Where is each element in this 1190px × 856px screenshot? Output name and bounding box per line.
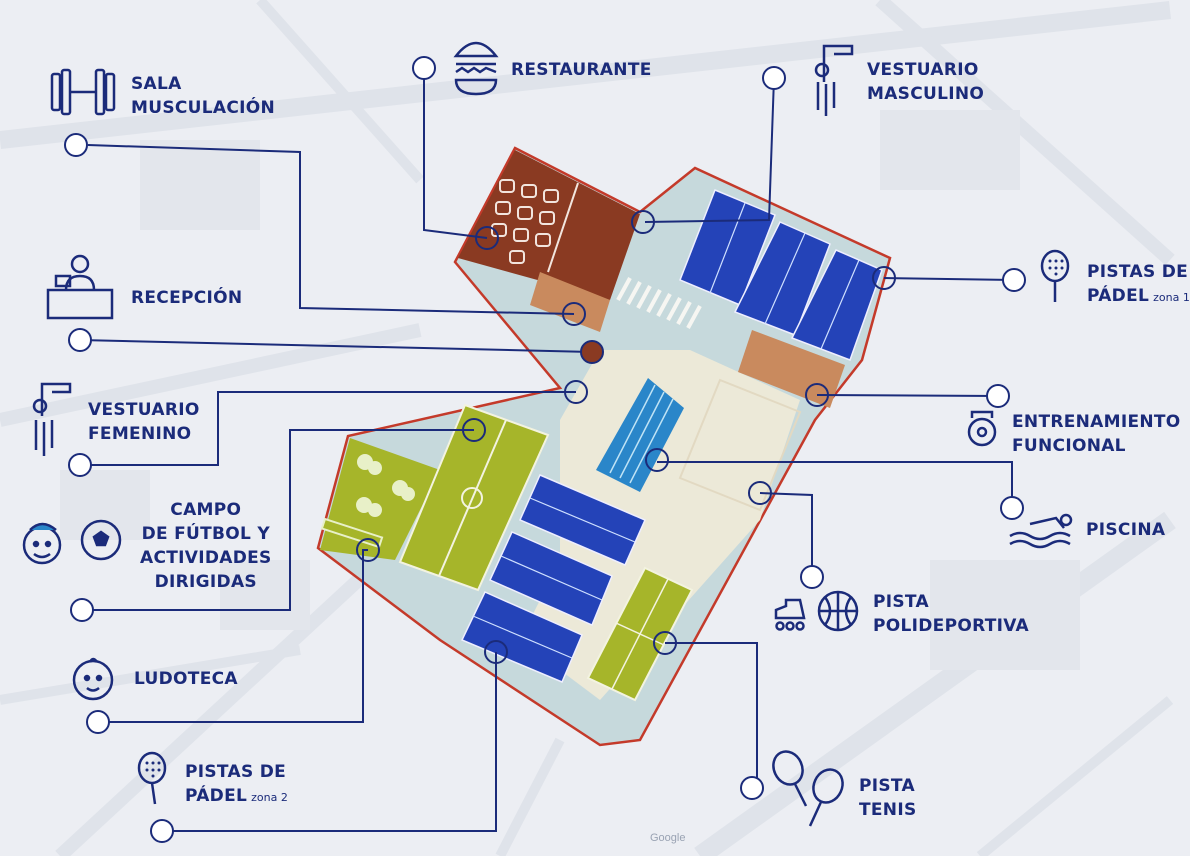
marker-padel-2[interactable] (150, 819, 174, 843)
tan-room-entrenamiento (738, 330, 845, 408)
marker-campo-end[interactable] (462, 418, 486, 442)
marker-polideportiva[interactable] (800, 565, 824, 589)
label-entrenamiento-funcional: ENTRENAMIENTO FUNCIONAL (1012, 412, 1181, 456)
baby-face-icon (72, 657, 114, 701)
marker-vestuario-fem[interactable] (68, 453, 92, 477)
marker-piscina[interactable] (1000, 496, 1024, 520)
label-restaurante: RESTAURANTE (511, 60, 652, 80)
zone-1-tag: zona 1 (1153, 291, 1190, 304)
label-recepcion: RECEPCIÓN (131, 288, 243, 308)
padel-racket-icon-zona-2 (137, 751, 167, 805)
tan-room (530, 272, 610, 332)
marker-vestuario-fem-end[interactable] (564, 380, 588, 404)
label-ludoteca: LUDOTECA (134, 669, 238, 689)
label-sala-musculacion: SALA MUSCULACIÓN (131, 74, 276, 118)
marker-restaurante-end[interactable] (475, 226, 499, 250)
rollerblade-icon (774, 598, 806, 631)
marker-tenis-end[interactable] (653, 631, 677, 655)
blocks-background (60, 110, 1080, 670)
pool (596, 378, 684, 492)
padel-racket-icon-zona-1 (1040, 249, 1070, 302)
marker-vestuario-masc[interactable] (762, 66, 786, 90)
dumbbell-icon (50, 68, 116, 116)
connector-lines (79, 68, 1015, 832)
marker-tenis[interactable] (740, 776, 764, 800)
marker-ludoteca[interactable] (86, 710, 110, 734)
map-watermark: Google (650, 832, 686, 844)
basketball-icon (817, 590, 859, 632)
marker-vestuario-masc-end[interactable] (631, 210, 655, 234)
shower-icon-masculino (814, 44, 854, 116)
crosswalk (616, 277, 702, 329)
label-piscina: PISCINA (1086, 520, 1166, 540)
marker-recepcion[interactable] (68, 328, 92, 352)
marker-padel-2-end[interactable] (484, 640, 508, 664)
marker-polideportiva-end[interactable] (748, 481, 772, 505)
kid-face-icon (22, 522, 62, 565)
restaurante-tables (491, 179, 559, 264)
marker-recepcion-end[interactable] (580, 340, 604, 364)
marker-entrenamiento-end[interactable] (805, 383, 829, 407)
reception-desk-icon (46, 254, 114, 320)
label-pista-tenis: PISTA TENIS (859, 776, 917, 820)
tennis-rackets-icon (772, 750, 844, 827)
connector-markers (64, 56, 1026, 843)
marker-restaurante[interactable] (412, 56, 436, 80)
marker-padel-1-end[interactable] (872, 266, 896, 290)
label-pista-polideportiva: PISTA POLIDEPORTIVA (873, 592, 1030, 636)
tennis-court (586, 566, 694, 702)
marker-sala[interactable] (64, 133, 88, 157)
marker-ludoteca-end[interactable] (356, 538, 380, 562)
marker-entrenamiento[interactable] (986, 384, 1010, 408)
football-field (398, 403, 550, 592)
shower-icon-femenino (32, 382, 72, 456)
park-trees (356, 454, 415, 517)
kettlebell-icon (967, 410, 997, 447)
label-campo-futbol: CAMPO DE FÚTBOL Y ACTIVIDADES DIRIGIDAS (140, 500, 272, 592)
label-vestuario-femenino: VESTUARIO FEMENINO (88, 400, 200, 444)
marker-sala-end[interactable] (562, 302, 586, 326)
marker-campo[interactable] (70, 598, 94, 622)
zone-2-tag: zona 2 (251, 791, 288, 804)
label-vestuario-masculino: VESTUARIO MASCULINO (867, 60, 985, 104)
swimmer-icon (1009, 513, 1073, 549)
burger-icon (453, 41, 499, 96)
polideportiva-court (678, 378, 802, 512)
marker-piscina-end[interactable] (645, 448, 669, 472)
soccer-ball-icon (80, 519, 122, 561)
marker-padel-1[interactable] (1002, 268, 1026, 292)
